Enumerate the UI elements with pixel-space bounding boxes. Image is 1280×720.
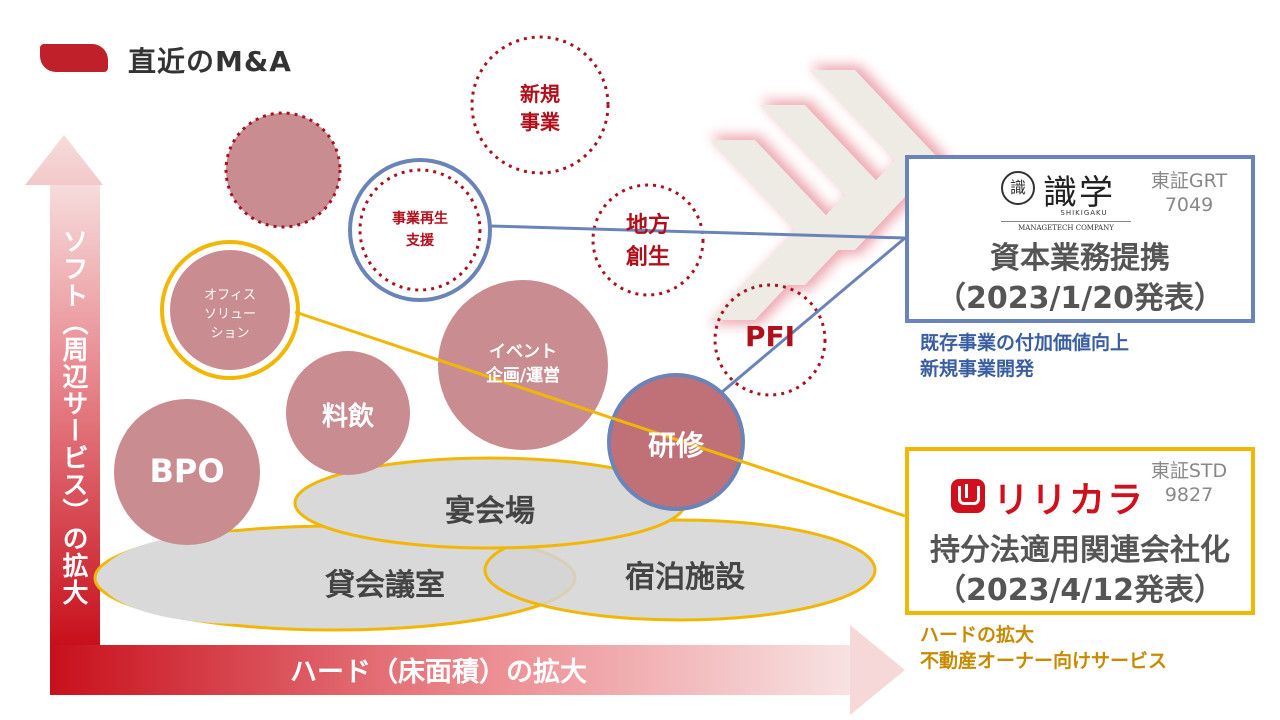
food-label: 料飲 [321, 402, 374, 432]
bpo-label: BPO [149, 452, 225, 490]
horizontal-axis-label: ハード（床面積）の拡大 [290, 657, 587, 688]
shikigaku-relation: 資本業務提携 [990, 241, 1170, 276]
horizontal-axis-head [850, 625, 905, 715]
revitalization-label: 事業再生支援 [392, 211, 448, 249]
shikigaku-notes: 既存事業の付加価値向上新規事業開発 [920, 332, 1130, 380]
ririkara-logo: リリカラ [993, 480, 1146, 521]
training-label: 研修 [647, 429, 704, 462]
office-solution-label: オフィスソリューション [203, 288, 256, 341]
revitalization-circle [348, 158, 492, 302]
food-circle [286, 351, 410, 475]
vertical-axis-label: ソフト（周辺サービス）の拡大 [58, 228, 88, 606]
lodging-ellipse [483, 518, 877, 622]
blank-circle [224, 111, 342, 229]
yellow-connector [294, 310, 906, 518]
regional-label: 地方創生 [625, 213, 670, 270]
blue-connector-training [721, 236, 906, 394]
ririkara-notes: ハードの拡大不動産オーナー向けサービス [920, 624, 1168, 672]
bpo-circle [114, 399, 260, 545]
horizontal-axis-shaft [50, 645, 850, 695]
ririkara-relation: 持分法適用関連会社化 [930, 533, 1230, 568]
blue-connector-revitalization [489, 224, 906, 240]
training-circle [607, 373, 745, 511]
ririkara-logo-icon [951, 479, 985, 513]
title-accent-bar [40, 44, 108, 72]
new-business-circle [470, 35, 610, 175]
pfi-label: PFI [744, 320, 796, 353]
event-label: イベント企画/運営 [485, 342, 561, 386]
ririkara-date: （2023/4/12発表） [935, 573, 1225, 608]
regional-circle [591, 183, 705, 297]
shikigaku-seal-icon: 識 [1001, 171, 1035, 205]
page-title: 直近のM&A [128, 45, 292, 78]
shikigaku-logo-sub2: MANAGETECH COMPANY [1001, 221, 1131, 232]
shikigaku-logo-sub1: SHIKIGAKU [1060, 209, 1108, 217]
vertical-axis-shaft [50, 185, 100, 645]
lodging-label: 宿泊施設 [625, 560, 745, 595]
banquet-label: 宴会場 [445, 494, 535, 529]
shikigaku-date: （2023/1/20発表） [935, 281, 1225, 316]
new-business-label: 新規事業 [520, 82, 560, 134]
conference-label: 貸会議室 [325, 568, 445, 603]
event-circle [438, 280, 608, 450]
chevron-arrows [710, 65, 950, 325]
shikigaku-logo: 識学 [1043, 173, 1115, 213]
pfi-circle [713, 283, 827, 397]
